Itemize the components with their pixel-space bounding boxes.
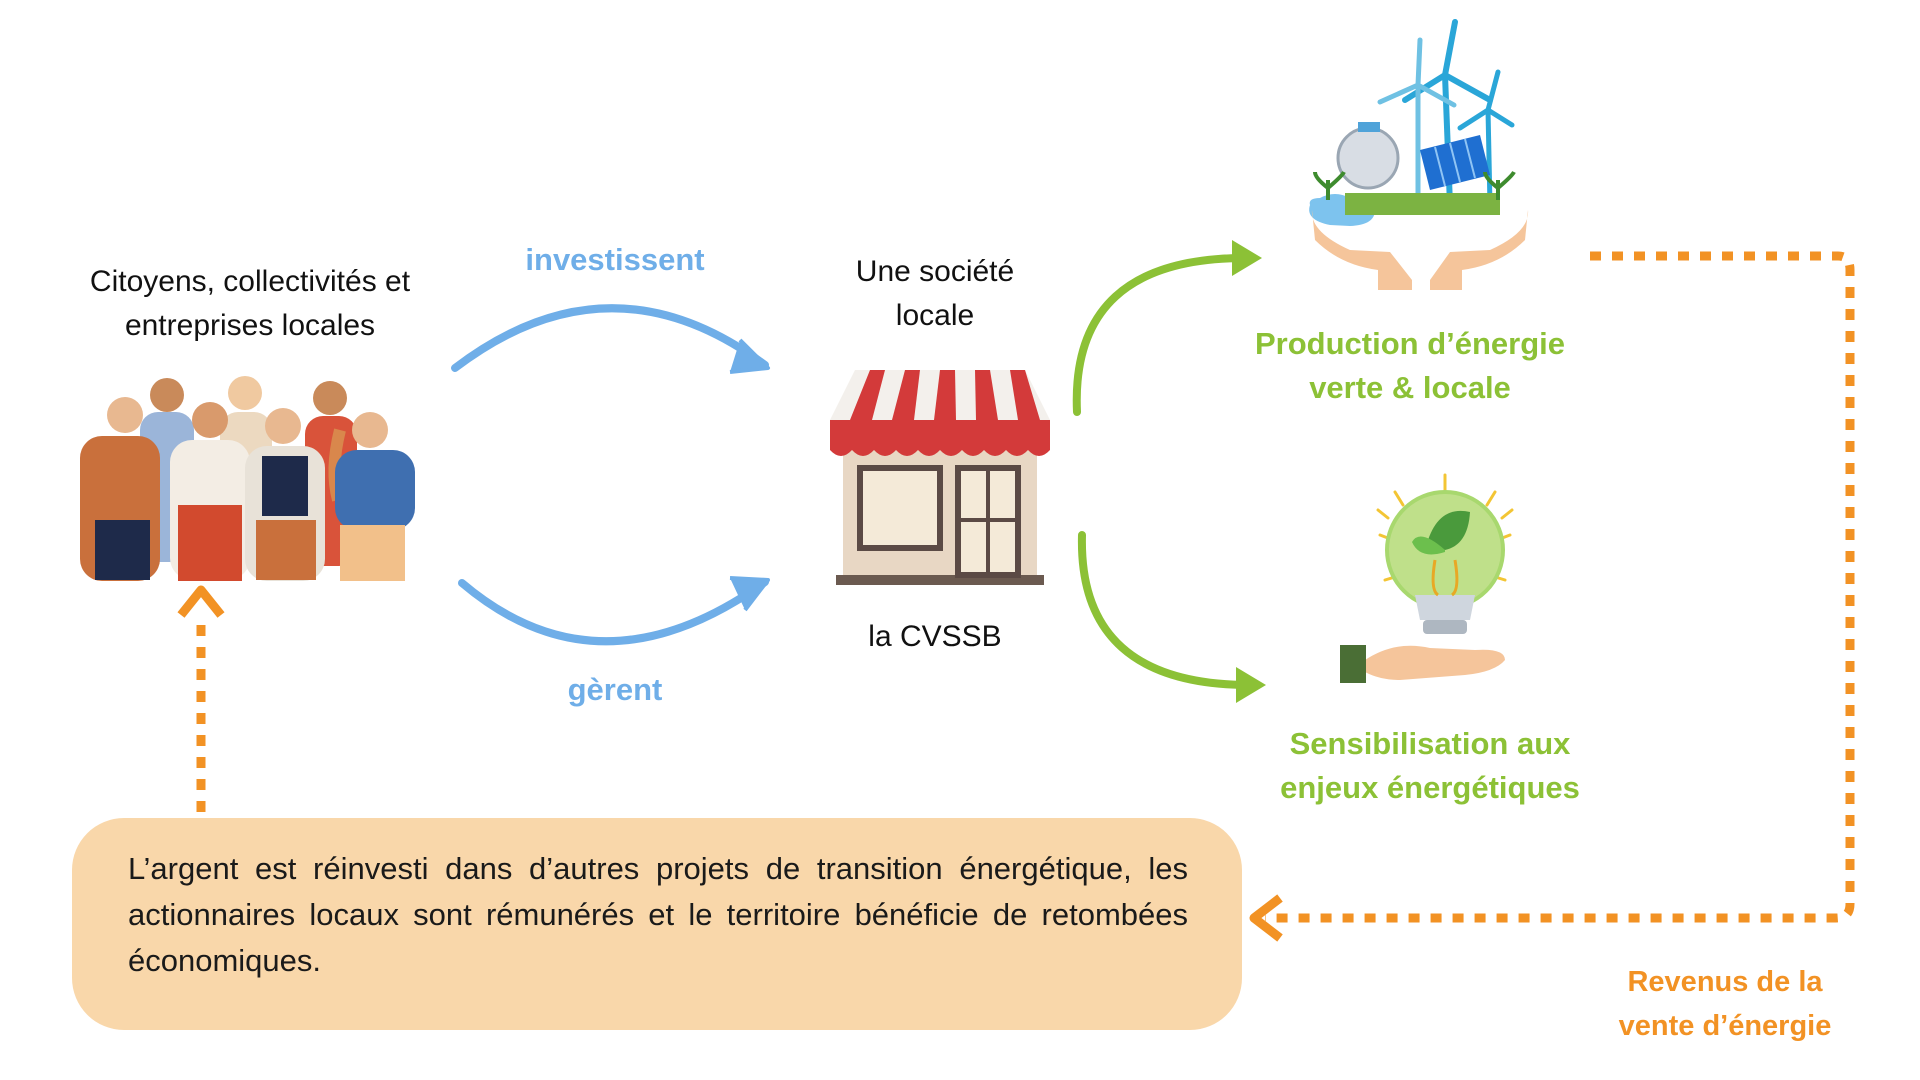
manage-arrow	[458, 578, 769, 646]
awareness-label-line1: Sensibilisation aux	[1289, 726, 1571, 761]
manage-arrow-head	[729, 576, 770, 612]
company-name: la CVSSB	[830, 615, 1040, 659]
production-label-line2: verte & locale	[1309, 370, 1511, 405]
company-label: Une société locale	[830, 250, 1040, 338]
company-name-text: la CVSSB	[868, 620, 1002, 653]
production-arrow-head	[1232, 240, 1262, 276]
awareness-label-line2: enjeux énergétiques	[1280, 770, 1580, 805]
reinvest-arrow-head	[177, 585, 225, 618]
production-arrow	[1072, 254, 1249, 416]
company-label-line2: locale	[895, 299, 975, 332]
citizens-label-line2: entreprises locales	[124, 309, 376, 342]
people-group-illustration	[80, 376, 415, 581]
invest-label-text: investissent	[525, 242, 705, 277]
lightbulb-illustration	[1340, 473, 1514, 683]
citizens-label: Citoyens, collectivités et entreprises l…	[60, 260, 440, 348]
revenue-arrow-head	[1249, 894, 1283, 942]
revenue-label-line1: Revenus de la	[1627, 966, 1823, 998]
renewable-energy-illustration	[1309, 19, 1529, 290]
production-label-line1: Production d’énergie	[1254, 326, 1566, 361]
production-label: Production d’énergie verte & locale	[1240, 322, 1580, 410]
invest-arrow-head	[729, 338, 770, 374]
invest-label: investissent	[500, 242, 730, 278]
awareness-arrow-head	[1236, 667, 1266, 703]
reinvestment-summary-box: L’argent est réinvesti dans d’autres pro…	[72, 818, 1242, 1030]
awareness-arrow	[1077, 531, 1254, 689]
company-label-line1: Une société	[855, 255, 1015, 288]
awareness-label: Sensibilisation aux enjeux énergétiques	[1260, 722, 1600, 810]
revenue-label: Revenus de la vente d’énergie	[1580, 960, 1870, 1048]
shop-illustration	[830, 370, 1050, 585]
revenue-label-line2: vente d’énergie	[1618, 1010, 1832, 1042]
manage-label-text: gèrent	[567, 672, 663, 707]
invest-arrow	[451, 304, 769, 372]
citizens-label-line1: Citoyens, collectivités et	[89, 265, 411, 298]
manage-label: gèrent	[500, 672, 730, 708]
reinvestment-summary-text: L’argent est réinvesti dans d’autres pro…	[128, 851, 1188, 978]
revenue-loop-line	[1265, 251, 1855, 923]
